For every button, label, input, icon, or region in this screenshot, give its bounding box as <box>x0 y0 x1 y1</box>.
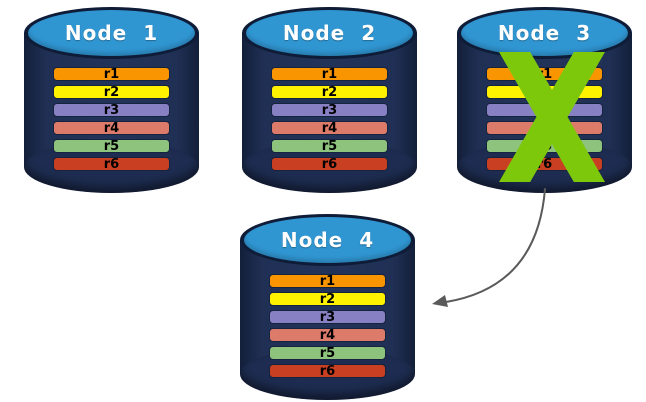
arrow-head-icon <box>432 295 448 307</box>
row-label: r4 <box>321 120 338 136</box>
row-r5: r5 <box>269 346 386 360</box>
row-r5: r5 <box>53 139 170 153</box>
row-r4: r4 <box>271 121 388 135</box>
cylinder-top-rim: Node 1 <box>24 7 199 59</box>
row-label: r1 <box>319 273 336 289</box>
row-r3: r3 <box>53 103 170 117</box>
row-label: r3 <box>103 102 120 118</box>
cylinder-top-face: Node 3 <box>461 10 628 56</box>
row-r1: r1 <box>269 274 386 288</box>
row-r2: r2 <box>53 85 170 99</box>
row-label: r2 <box>319 291 336 307</box>
row-r4: r4 <box>269 328 386 342</box>
cylinder-top-rim: Node 2 <box>242 7 417 59</box>
row-label: r4 <box>103 120 120 136</box>
arrow-curve <box>445 188 546 303</box>
row-r3: r3 <box>271 103 388 117</box>
row-label: r1 <box>321 66 338 82</box>
row-label: r1 <box>103 66 120 82</box>
node-3-cylinder: Node 3 r1 r2 r3 r4 r5 r6 <box>457 7 632 193</box>
row-stack: r1 r2 r3 r4 r5 r6 <box>269 274 386 382</box>
node-title: Node 1 <box>64 21 159 45</box>
row-label: r4 <box>319 327 336 343</box>
row-label: r5 <box>319 345 336 361</box>
node-title: Node 4 <box>280 228 375 252</box>
row-stack: r1 r2 r3 r4 r5 r6 <box>271 67 388 175</box>
row-label: r5 <box>103 138 120 154</box>
row-r3: r3 <box>269 310 386 324</box>
cylinder-top-rim: Node 4 <box>240 214 415 266</box>
row-r2: r2 <box>269 292 386 306</box>
replication-arrow <box>432 188 546 307</box>
row-r6: r6 <box>271 157 388 171</box>
cylinder-top-face: Node 1 <box>28 10 195 56</box>
row-r1: r1 <box>53 67 170 81</box>
row-r6: r6 <box>53 157 170 171</box>
row-label: r6 <box>319 363 336 379</box>
row-label: r2 <box>321 84 338 100</box>
row-label: r2 <box>103 84 120 100</box>
row-r2: r2 <box>271 85 388 99</box>
row-r4: r4 <box>53 121 170 135</box>
row-stack: r1 r2 r3 r4 r5 r6 <box>53 67 170 175</box>
row-label: r6 <box>103 156 120 172</box>
row-label: r3 <box>321 102 338 118</box>
failure-x-icon <box>499 52 605 182</box>
node-title: Node 2 <box>282 21 377 45</box>
node-title: Node 3 <box>497 21 592 45</box>
node-1-cylinder: Node 1 r1 r2 r3 r4 r5 r6 <box>24 7 199 193</box>
row-label: r5 <box>321 138 338 154</box>
cylinder-top-rim: Node 3 <box>457 7 632 59</box>
row-r5: r5 <box>271 139 388 153</box>
node-2-cylinder: Node 2 r1 r2 r3 r4 r5 r6 <box>242 7 417 193</box>
row-r1: r1 <box>271 67 388 81</box>
cylinder-top-face: Node 2 <box>246 10 413 56</box>
x-stroke <box>499 52 605 182</box>
row-label: r3 <box>319 309 336 325</box>
cylinder-top-face: Node 4 <box>244 217 411 263</box>
row-label: r6 <box>321 156 338 172</box>
row-r6: r6 <box>269 364 386 378</box>
node-4-cylinder: Node 4 r1 r2 r3 r4 r5 r6 <box>240 214 415 400</box>
